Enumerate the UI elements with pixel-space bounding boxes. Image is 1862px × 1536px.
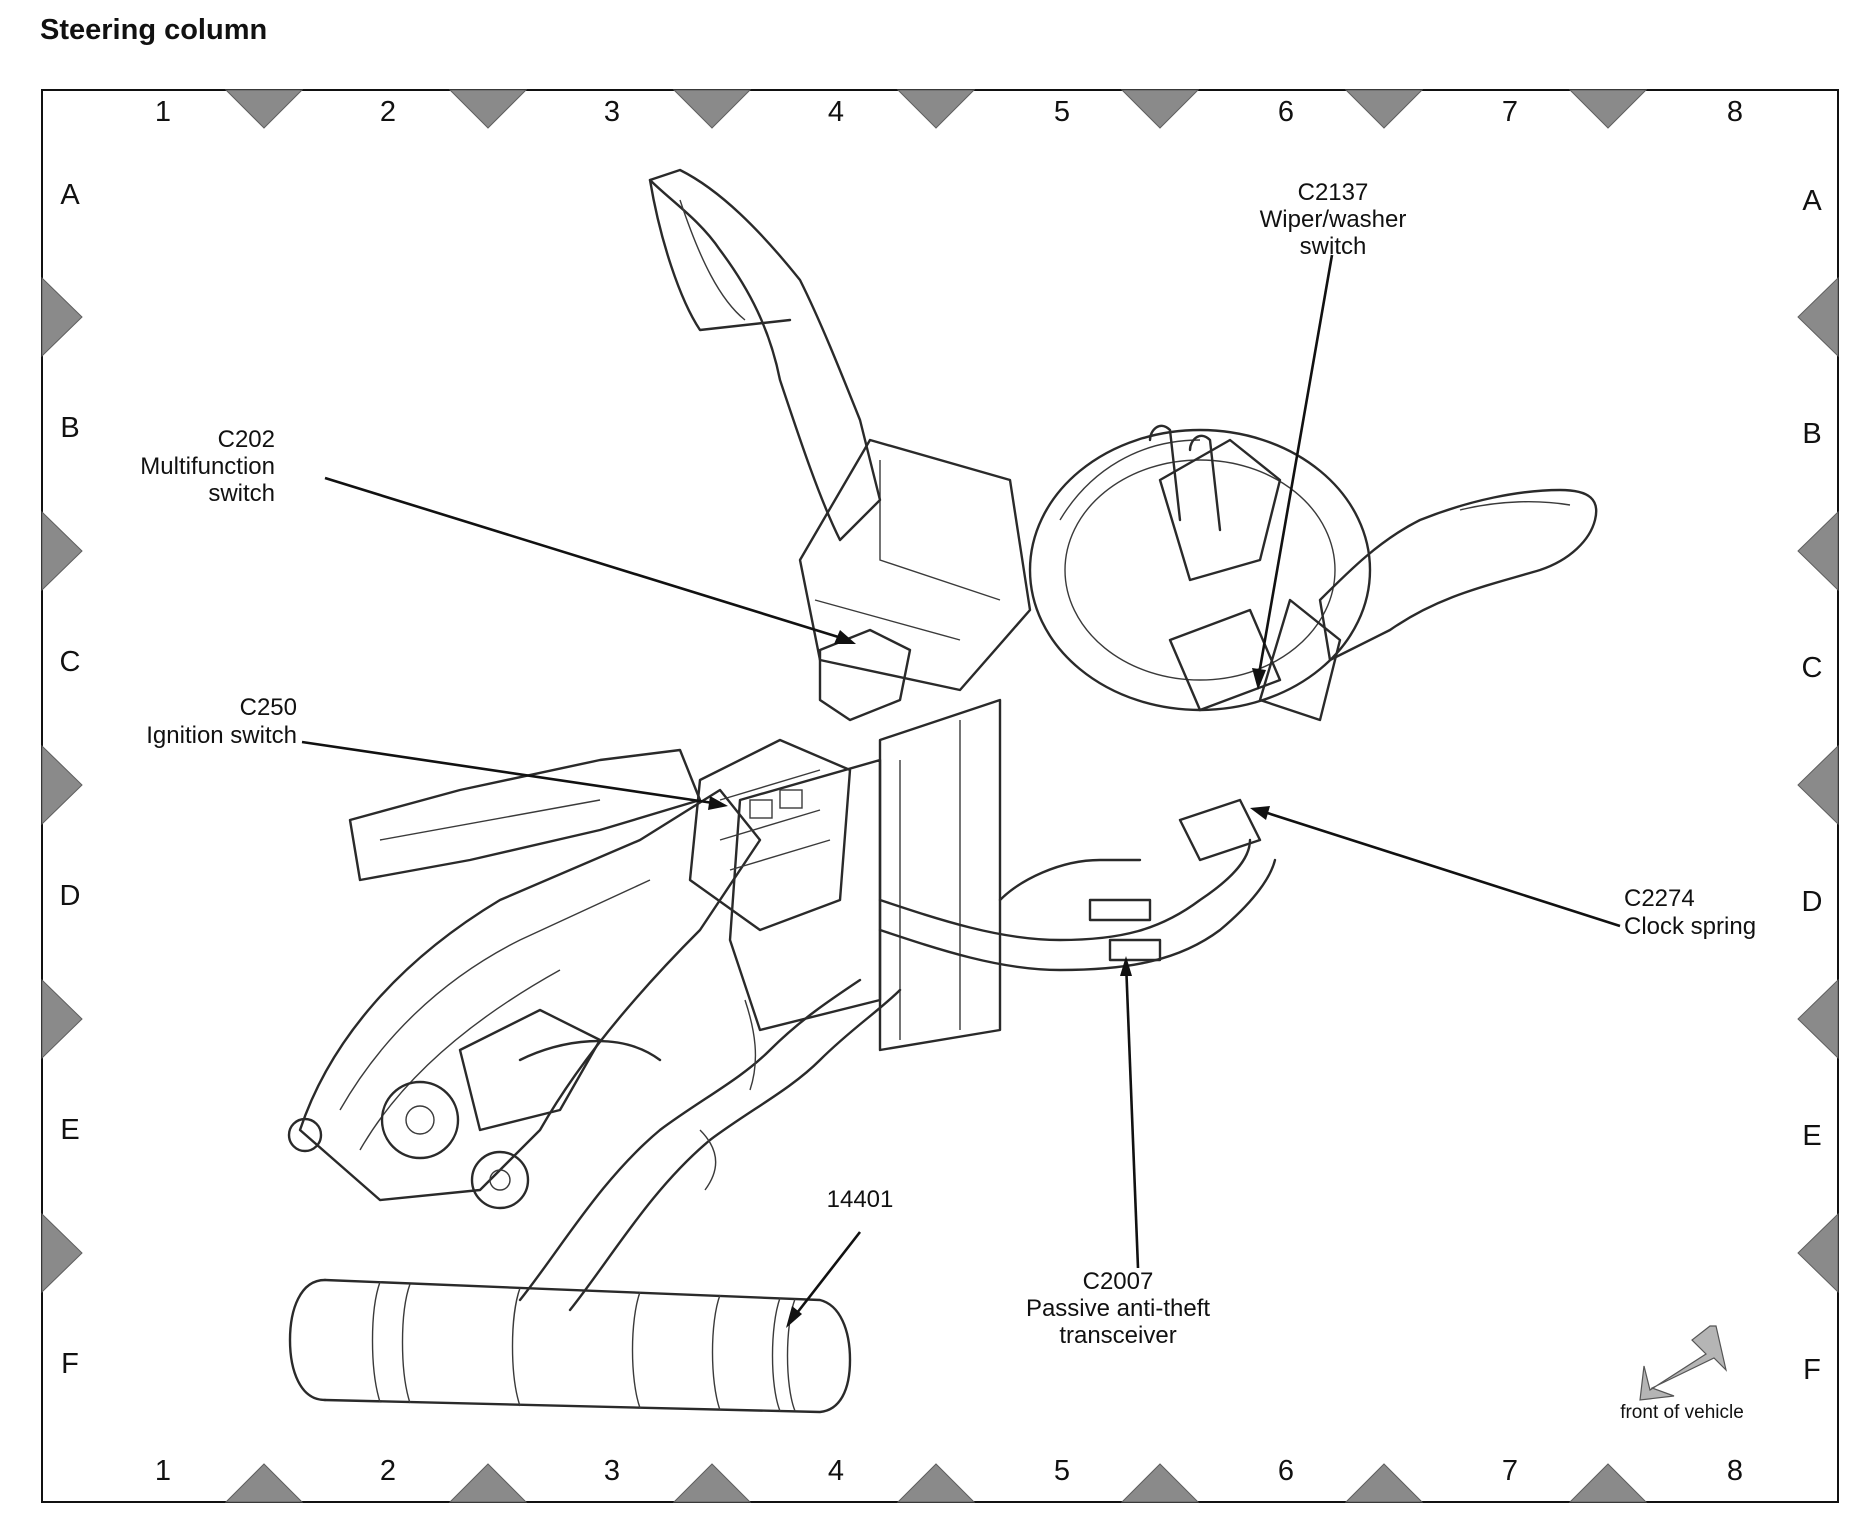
clock-spring-ring — [1028, 428, 1372, 712]
wiper-switch-body — [1258, 598, 1342, 722]
clock-spring-connector-block — [1158, 438, 1282, 582]
callout-14401: 14401 — [827, 1186, 894, 1213]
leader-c202 — [324, 476, 849, 642]
grid-col-3-bottom: 3 — [604, 1455, 620, 1487]
diagram-frame — [41, 89, 1839, 1503]
c2007-line1: Passive anti-theft — [1026, 1295, 1210, 1322]
c202-line2: switch — [208, 480, 275, 507]
grid-col-6: 6 — [1278, 96, 1294, 128]
grid-col-1-bottom: 1 — [155, 1455, 171, 1487]
front-of-vehicle-label: front of vehicle — [1620, 1402, 1744, 1423]
grid-column-labels-top: 1 2 3 4 5 6 7 8 — [155, 96, 1743, 128]
column-tube — [878, 698, 1002, 1052]
c202-connector — [818, 628, 912, 722]
c202-code: C202 — [218, 426, 275, 453]
grid-column-labels-bottom: 1 2 3 4 5 6 7 8 — [155, 1455, 1743, 1487]
grid-col-8: 8 — [1727, 96, 1743, 128]
upper-bracket — [348, 748, 702, 882]
c2007-line2: transceiver — [1059, 1322, 1176, 1349]
leader-c2007 — [1124, 961, 1140, 1269]
grid-col-8-bottom: 8 — [1727, 1455, 1743, 1487]
c2137-line1: Wiper/washer — [1260, 206, 1407, 233]
multifunction-switch-body — [798, 438, 1032, 692]
grid-col-7-bottom: 7 — [1502, 1455, 1518, 1487]
grid-row-f-right: F — [1803, 1354, 1821, 1386]
leader-c2274 — [1257, 808, 1621, 928]
grid-row-a: A — [60, 179, 80, 211]
callout-c2274: C2274 Clock spring — [1624, 885, 1756, 940]
callout-c202: C202 Multifunction switch — [140, 426, 275, 507]
leader-c2137 — [1256, 254, 1334, 681]
c2274-line1: Clock spring — [1624, 913, 1756, 940]
c202-line1: Multifunction — [140, 453, 275, 480]
grid-col-4-bottom: 4 — [828, 1455, 844, 1487]
grid-row-labels-left: A B C D E F — [60, 179, 81, 1380]
grid-col-3: 3 — [604, 96, 620, 128]
harness-code: 14401 — [827, 1186, 894, 1213]
grid-col-2-bottom: 2 — [380, 1455, 396, 1487]
grid-row-f: F — [61, 1348, 79, 1380]
grid-row-a-right: A — [1802, 185, 1822, 217]
grid-row-b: B — [60, 412, 79, 444]
turn-signal-stalk — [648, 168, 882, 542]
callout-c2137: C2137 Wiper/washer switch — [1260, 179, 1407, 260]
c250-line1: Ignition switch — [146, 722, 297, 749]
u-joint-yoke — [380, 1080, 460, 1160]
column-shroud — [728, 758, 882, 1032]
leader-14401 — [788, 1231, 862, 1323]
grid-row-d-right: D — [1802, 886, 1823, 918]
grid-row-labels-right: A B C D E F — [1802, 185, 1823, 1386]
c2274-code: C2274 — [1624, 885, 1695, 912]
grid-col-7: 7 — [1502, 96, 1518, 128]
grid-col-5-bottom: 5 — [1054, 1455, 1070, 1487]
page-title: Steering column — [40, 14, 268, 46]
c2007-transceiver-connector — [1088, 898, 1152, 922]
grid-row-e-right: E — [1802, 1120, 1821, 1152]
c250-code: C250 — [240, 694, 297, 721]
grid-row-b-right: B — [1802, 418, 1821, 450]
leader-c250 — [301, 740, 721, 806]
leader-lines — [301, 254, 1621, 1328]
c2137-line2: switch — [1300, 233, 1367, 260]
mounting-bracket — [298, 788, 762, 1202]
border-markers — [41, 89, 1839, 1503]
grid-col-4: 4 — [828, 96, 844, 128]
grid-col-2: 2 — [380, 96, 396, 128]
grid-row-c-right: C — [1802, 652, 1823, 684]
c2137-code: C2137 — [1298, 179, 1369, 206]
grid-row-d: D — [60, 880, 81, 912]
grid-row-c: C — [60, 646, 81, 678]
grid-col-5: 5 — [1054, 96, 1070, 128]
steering-column-illustration — [287, 168, 1598, 1414]
grid-row-e: E — [60, 1114, 79, 1146]
grid-col-1: 1 — [155, 96, 171, 128]
front-of-vehicle-indicator: front of vehicle — [1620, 1325, 1744, 1423]
ignition-switch-body — [688, 738, 852, 932]
grid-col-6-bottom: 6 — [1278, 1455, 1294, 1487]
c2274-connector — [1178, 798, 1262, 862]
c2007-code: C2007 — [1083, 1268, 1154, 1295]
wiper-stalk — [1318, 488, 1598, 662]
harness-branch-left — [518, 978, 862, 1302]
front-arrow-icon — [1639, 1325, 1728, 1401]
callout-c250: C250 Ignition switch — [146, 694, 297, 749]
harness-trunk — [323, 1278, 852, 1414]
callout-c2007: C2007 Passive anti-theft transceiver — [1026, 1268, 1210, 1349]
harness-branch-right — [878, 838, 1252, 942]
